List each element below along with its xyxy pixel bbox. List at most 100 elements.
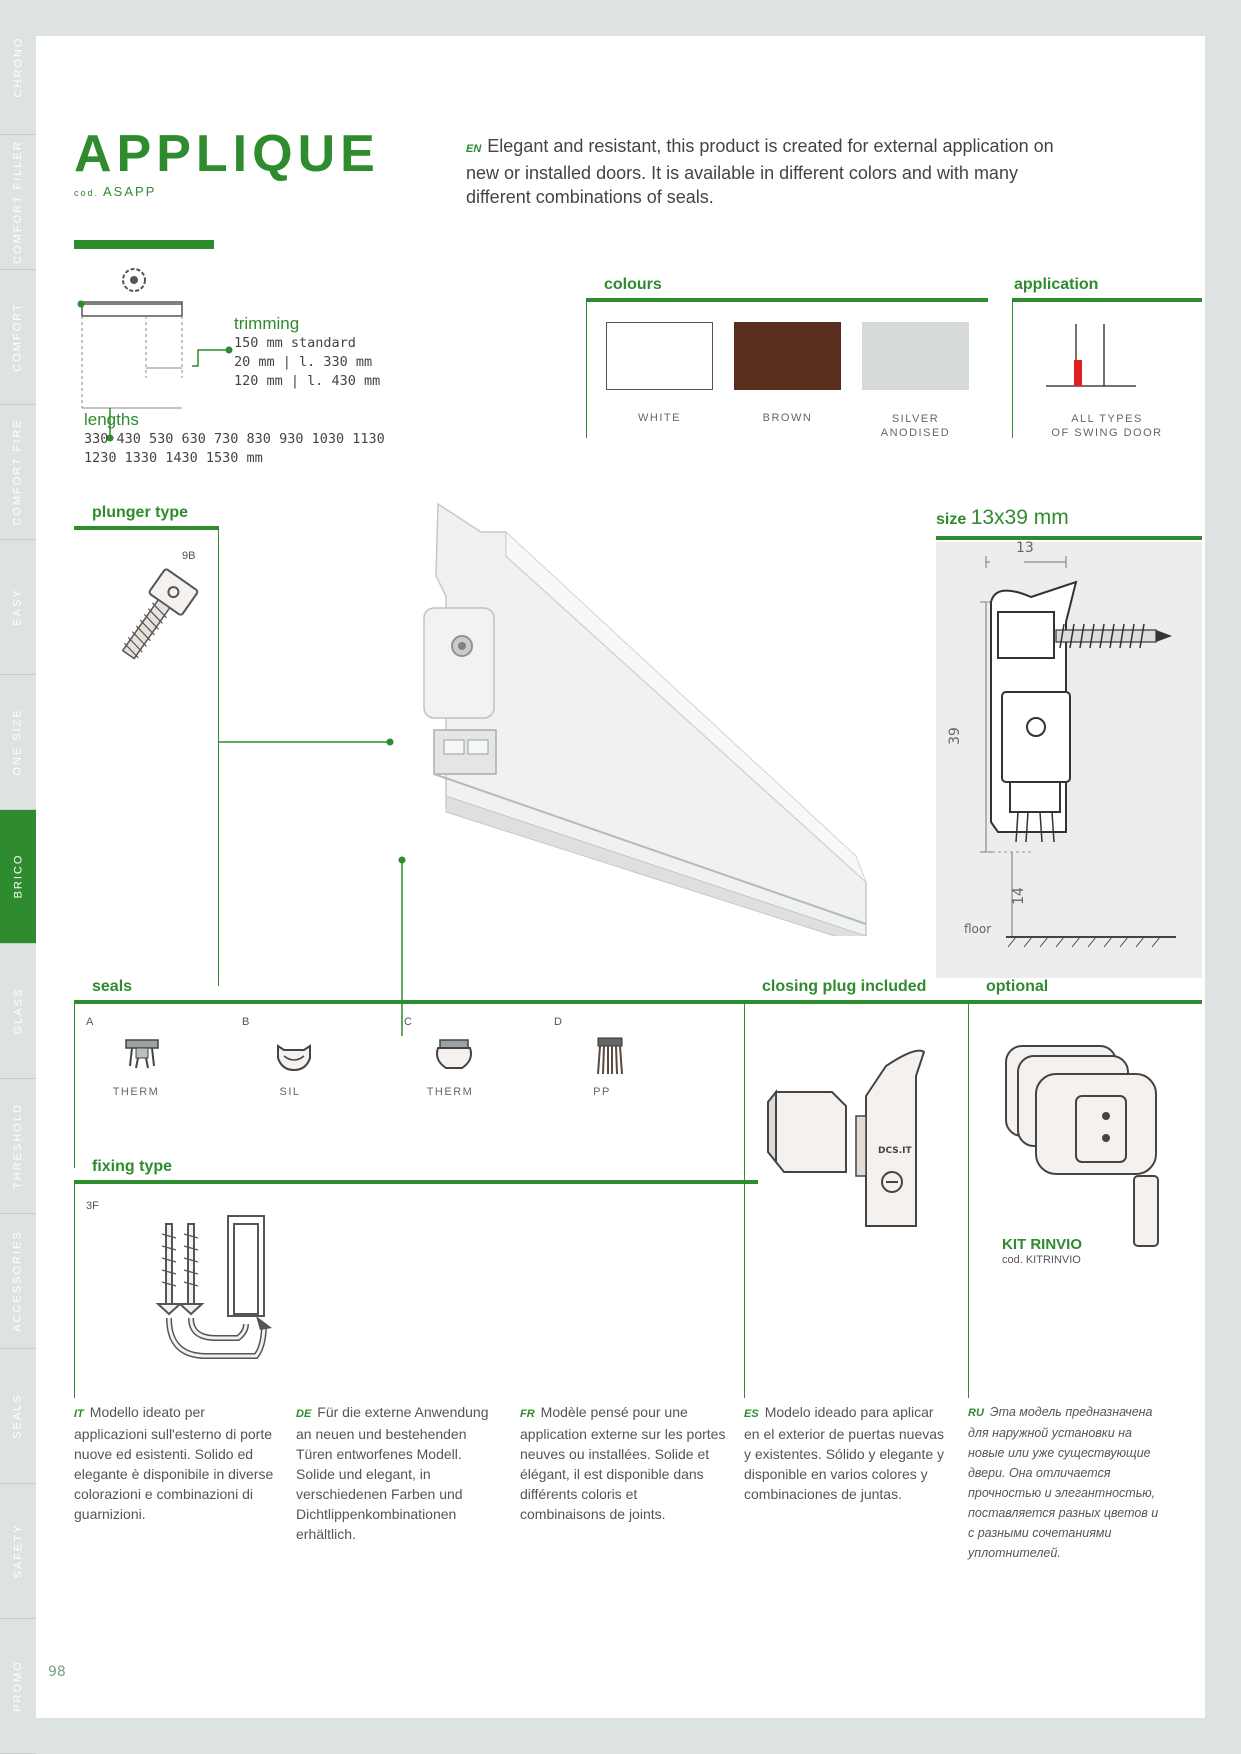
size-diagram-panel: 13 39 14 floor — [936, 540, 1202, 978]
colours-header: colours — [604, 276, 662, 293]
sidebar-tab-glass[interactable]: GLASS — [0, 944, 36, 1080]
size-width-dim: 13 — [1016, 540, 1034, 556]
sidebar-tab-brico[interactable]: BRICO — [0, 809, 36, 945]
kit-code: cod. KITRINVIO — [1002, 1254, 1081, 1266]
lengths-label: lengths — [84, 410, 139, 429]
sidebar-tab-label: SEALS — [12, 1393, 24, 1439]
sidebar-tab-threshold[interactable]: THRESHOLD — [0, 1079, 36, 1215]
seals-header: seals — [92, 978, 133, 995]
application-caption: ALL TYPES OF SWING DOOR — [1022, 412, 1192, 440]
trimming-label: trimming — [234, 314, 300, 333]
plunger-header: plunger type — [92, 504, 189, 521]
swing-door-icon — [1046, 324, 1136, 387]
fixing-rule — [74, 1180, 758, 1184]
sidebar-tab-promo[interactable]: PROMO — [0, 1619, 36, 1754]
size-header: size 13x39 mm — [936, 506, 1069, 530]
sidebar-tab-label: PROMO — [12, 1660, 24, 1712]
fixing-code: 3F — [86, 1200, 99, 1212]
fixing-divider — [74, 1180, 75, 1398]
kit-name: KIT RINVIO — [1002, 1236, 1083, 1253]
colours-rule — [586, 298, 988, 302]
plunger-icon — [121, 568, 199, 660]
colour-label-white: WHITE — [638, 412, 681, 424]
sidebar-tab-label: ONE SIZE — [12, 707, 24, 776]
seal-c-icon — [436, 1039, 472, 1069]
plunger-divider — [218, 526, 219, 986]
seal-letter: D — [554, 1016, 562, 1028]
size-gap-dim: 14 — [1010, 887, 1027, 905]
application-caption-1: ALL TYPES — [1071, 413, 1143, 425]
application-divider — [1012, 298, 1013, 438]
colour-label-silver-1: SILVER — [891, 413, 940, 425]
swatch-white — [606, 322, 713, 390]
sidebar-tab-label: SAFETY — [12, 1523, 25, 1579]
sidebar-tab-chrono[interactable]: CHRONO — [0, 0, 36, 135]
lang-tag: DE — [296, 1408, 312, 1420]
description-text: Für die externe Anwendung an neuen und b… — [296, 1404, 489, 1542]
lang-tag: IT — [74, 1408, 84, 1420]
seal-name: SIL — [279, 1086, 301, 1098]
trimming-line-1: 150 mm standard — [234, 335, 356, 351]
trimming-line-2: 20 mm | l. 330 mm — [234, 354, 373, 370]
description-text: Modello ideato per applicazioni sull'est… — [74, 1404, 274, 1522]
seals-rule — [74, 1000, 758, 1004]
closing-plug-divider — [744, 1000, 745, 1398]
swatch-silver — [862, 322, 969, 390]
seal-name: THERM — [426, 1086, 474, 1098]
sidebar-tab-label: COMFORT FILLER — [12, 140, 24, 264]
optional-rule — [968, 1000, 1202, 1004]
colour-label-silver-2: ANODISED — [880, 427, 951, 439]
closing-plug-icon — [767, 1049, 926, 1227]
size-height-dim: 39 — [946, 727, 963, 745]
sidebar-tab-one-size[interactable]: ONE SIZE — [0, 675, 36, 810]
sidebar-tab-easy[interactable]: EASY — [0, 540, 36, 675]
optional-header: optional — [986, 978, 1049, 995]
seal-name: THERM — [112, 1086, 160, 1098]
sidebar-tab-label: ACCESSORIES — [12, 1230, 24, 1332]
seal-letter: C — [404, 1016, 412, 1028]
sidebar-tab-accessories[interactable]: ACCESSORIES — [0, 1214, 36, 1350]
seals-divider — [74, 1000, 75, 1168]
sidebar-tab-seals[interactable]: SEALS — [0, 1349, 36, 1485]
seal-name: PP — [593, 1086, 611, 1098]
seal-a-icon — [125, 1039, 159, 1069]
accent-bar — [74, 240, 214, 249]
size-value: 13x39 mm — [970, 506, 1069, 529]
seal-b-icon — [277, 1044, 311, 1072]
product-title: APPLIQUE — [74, 125, 380, 183]
swatch-brown — [734, 322, 841, 390]
lengths-block: lengths 330 430 530 630 730 830 930 1030… — [84, 410, 385, 468]
description-en-text: Elegant and resistant, this product is c… — [466, 136, 1054, 207]
sidebar-tab-comfort[interactable]: COMFORT — [0, 270, 36, 405]
lang-tag: ES — [744, 1408, 759, 1420]
fixing-icon — [155, 1215, 272, 1359]
seal-d-icon — [597, 1037, 623, 1075]
sidebar-tab-safety[interactable]: SAFETY — [0, 1484, 36, 1620]
page-number: 98 — [48, 1664, 66, 1680]
sidebar-tab-label: THRESHOLD — [12, 1103, 24, 1190]
sidebar-tab-comfort-filler[interactable]: COMFORT FILLER — [0, 135, 36, 270]
closing-plug-rule — [744, 1000, 970, 1004]
application-header: application — [1014, 276, 1099, 293]
sidebar-tab-label: COMFORT — [12, 302, 24, 372]
application-caption-2: OF SWING DOOR — [1051, 427, 1163, 439]
seal-letter: B — [242, 1016, 250, 1028]
colour-label-brown: BROWN — [762, 412, 813, 424]
plunger-pointer — [218, 738, 394, 746]
fixing-header: fixing type — [92, 1158, 173, 1175]
code-prefix: cod. — [74, 188, 100, 198]
description-text: Modelo ideado para aplicar en el exterio… — [744, 1404, 945, 1502]
sidebar-tab-label: EASY — [12, 587, 25, 626]
closing-plug-mark: DCS.IT — [878, 1146, 912, 1156]
seals-pointer — [398, 856, 406, 1036]
size-diagram — [980, 552, 1176, 948]
trimming-block: trimming 150 mm standard 20 mm | l. 330 … — [234, 314, 380, 391]
product-image — [423, 502, 867, 936]
description-text: Эта модель предназначена для наружной ус… — [968, 1405, 1159, 1560]
sidebar-tab-comfort-fire[interactable]: COMFORT FIRE — [0, 405, 36, 540]
